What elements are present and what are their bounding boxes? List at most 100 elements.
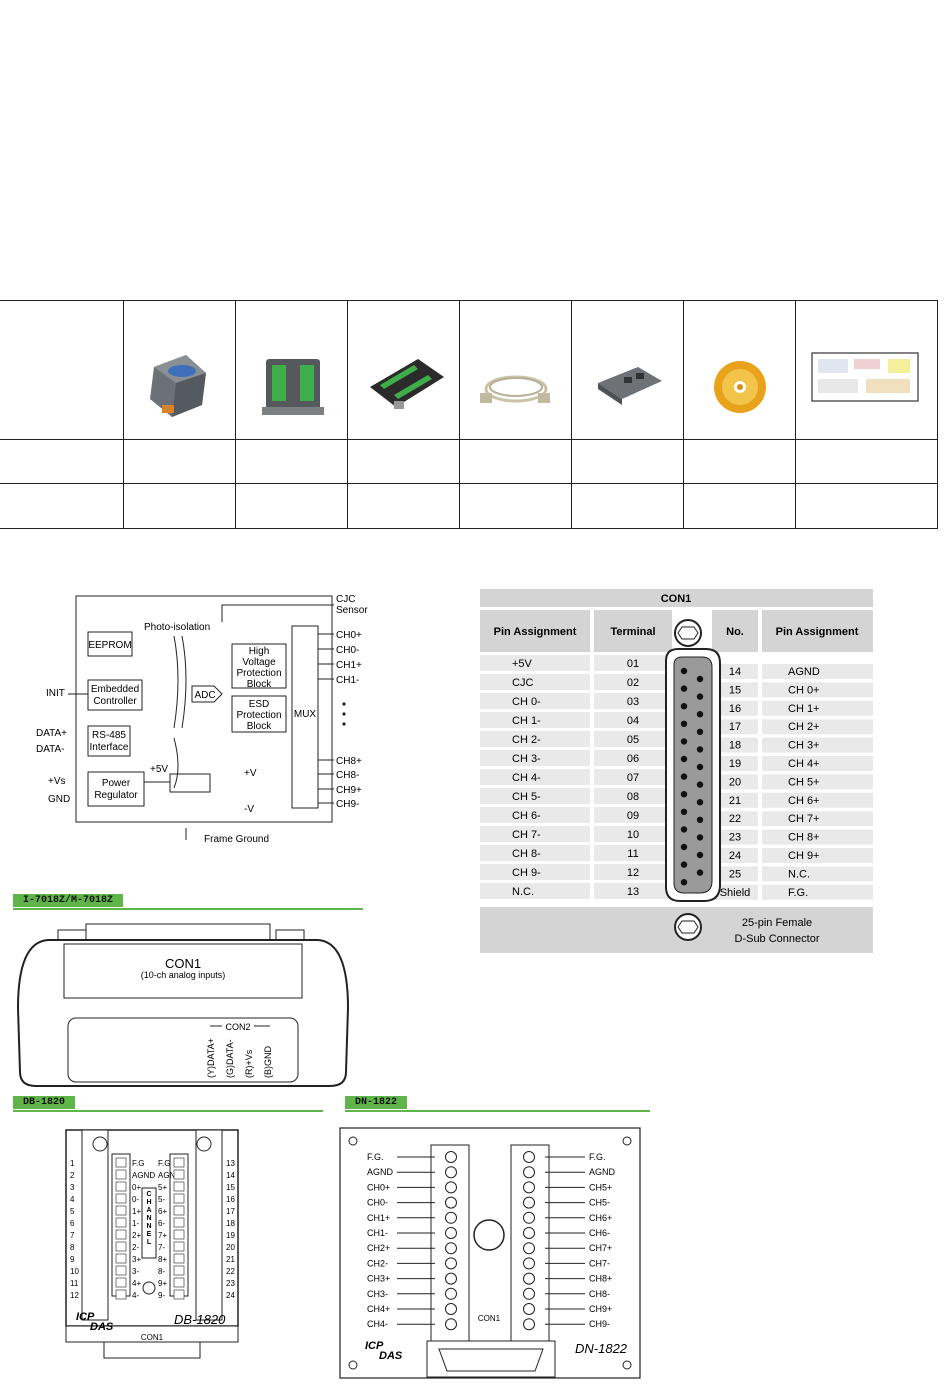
con1-label: CON1 [165,956,201,971]
terminal-label: F.G [158,1159,170,1168]
pin-assignment: N.C. [512,886,534,898]
pin-cell [594,674,672,690]
pin-header: Pin Assignment [776,626,859,638]
pin-cell [594,750,672,766]
dsub-pin [696,675,704,683]
rs485-label: RS-485 [92,730,126,741]
connector-label: 25-pin Female [742,917,812,929]
pin-cell [712,792,758,808]
terminal-label: 9+ [158,1279,167,1288]
terminal-label: CH2+ [367,1243,390,1253]
terminal-label: 0+ [132,1183,141,1192]
channel-letter: A [146,1207,151,1214]
pin-number: 23 [729,832,741,844]
pin-cell [712,829,758,845]
high-voltage-label: Block [247,679,272,690]
pin-number: 14 [729,666,741,678]
pin-assignment: CH 0+ [788,684,820,696]
terminal-number: 19 [226,1231,235,1240]
pin-cell [712,884,758,900]
module-photo-cell [123,300,237,440]
terminal-label: CH6- [589,1228,610,1238]
db1820-model: DB-1820 [174,1312,226,1327]
pin-number: 24 [729,850,741,862]
pin-assignment: CH 2- [512,734,541,746]
db1820-drawing: 123456789101112131415161718192021222324F… [65,1129,239,1359]
pin-assignment: +5V [512,658,533,670]
table-cell [0,483,125,529]
screw-terminal [115,1289,127,1300]
screw-terminal [523,1257,535,1270]
dn1822-header-label: DN-1822 [345,1096,408,1109]
channel-letter: C [146,1191,151,1198]
power-label: Regulator [94,790,138,801]
channel-label: CH0- [336,645,359,656]
cjc-label: Sensor [336,605,368,616]
table-cell [683,483,797,529]
pin-cell [480,693,590,709]
db1820-header-label: DB-1820 [13,1096,76,1109]
pin-number: 15 [729,684,741,696]
high-voltage-label: Voltage [242,657,276,668]
terminal-label: 1+ [132,1207,141,1216]
terminal-label: 2- [132,1243,139,1252]
terminal-number: 14 [226,1171,235,1180]
terminal-label: 5+ [158,1183,167,1192]
block-diagram: CJC Sensor Photo-isolation EEPROM Embedd… [36,594,368,845]
pin-cell [712,848,758,863]
pin-assignment: CH 5- [512,791,541,803]
pin-header: Terminal [610,626,655,638]
dsub-pin [696,799,704,806]
channel-label: CH1+ [336,660,362,671]
terminal-label: CH2- [367,1258,388,1268]
data-minus-label: DATA- [36,744,65,755]
pin-cell [762,792,873,808]
con2-label: CON2 [225,1022,250,1032]
screw-terminal [115,1205,127,1216]
terminal-number: 21 [226,1255,235,1264]
channel-label: CH0+ [336,630,362,641]
terminal-number: 5 [70,1207,75,1216]
terminal-label: AGND [132,1171,155,1180]
terminal-label: 4+ [132,1279,141,1288]
terminal-label: 5- [158,1195,165,1204]
dn1822-model: DN-1822 [575,1341,628,1356]
pin-assignment: CH 9+ [788,850,820,862]
con1-pin-table: CON1 Pin Assignment Terminal No. Pin Ass… [480,589,873,953]
table-cell [795,483,938,529]
terminal-label: CH6+ [589,1213,612,1223]
terminal-label: CH1+ [367,1213,390,1223]
screw-terminal [523,1151,535,1163]
pin-cell [480,788,590,804]
dsub-pin [680,667,688,675]
pin-assignment: N.C. [788,868,810,880]
terminal-label: CH8- [589,1289,610,1299]
terminal-label: CH7- [589,1258,610,1268]
gnd-label: GND [48,794,70,805]
channel-letter: L [147,1239,152,1246]
pin-cell [480,655,590,671]
screw-terminal [173,1157,185,1168]
screw-terminal [115,1193,127,1204]
screw-terminal [445,1196,457,1209]
table-cell [0,300,125,440]
screw-terminal [173,1217,185,1228]
con1-label: CON1 [141,1333,164,1342]
controller-label: Embedded [91,684,139,695]
pin-cell [762,756,873,771]
dsub-pin [680,826,688,833]
controller-label: Controller [93,696,137,707]
table-cell [123,483,237,529]
pin-cell [480,769,590,785]
dsub-pin [696,816,704,823]
module-header: I-7018Z/M-7018Z [13,894,363,910]
dsub-pin [696,763,704,771]
pin-assignment: CH 7+ [788,813,820,825]
pin-cell [594,807,672,823]
dsub-pin [680,773,688,780]
screw-terminal [173,1205,185,1216]
terminal-number: 10 [627,829,639,841]
con1-sub-label: (10-ch analog inputs) [141,970,226,980]
pin-number: 19 [729,758,741,770]
